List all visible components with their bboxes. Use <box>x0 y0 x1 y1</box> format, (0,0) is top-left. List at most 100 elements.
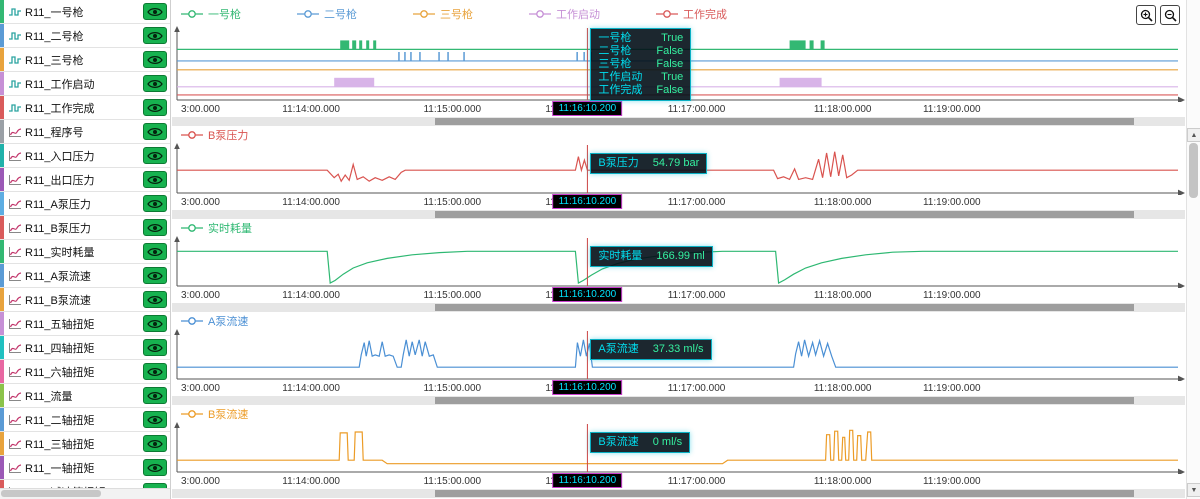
chart-canvas[interactable] <box>171 329 1186 383</box>
sidebar-item[interactable]: R11_六轴扭矩 <box>0 360 170 384</box>
visibility-toggle-button[interactable] <box>143 291 167 308</box>
time-tick-label: 11:18:00.000 <box>813 383 872 394</box>
sidebar-item[interactable]: R11_二轴扭矩 <box>0 408 170 432</box>
visibility-toggle-button[interactable] <box>143 387 167 404</box>
visibility-toggle-button[interactable] <box>143 147 167 164</box>
signal-label: R11_六轴扭矩 <box>25 366 95 379</box>
curve-signal-icon-wrap <box>7 342 23 354</box>
visibility-toggle-button[interactable] <box>143 171 167 188</box>
visibility-toggle-button[interactable] <box>143 219 167 236</box>
legend-item[interactable]: 工作启动 <box>529 6 600 22</box>
visibility-toggle-button[interactable] <box>143 123 167 140</box>
visibility-toggle-button[interactable] <box>143 339 167 356</box>
chart-scrollbar-thumb[interactable] <box>435 397 1135 404</box>
signal-color-bar <box>0 384 4 407</box>
signal-color-bar <box>0 360 4 383</box>
sidebar-item[interactable]: R11_一号枪 <box>0 0 170 24</box>
sidebar-item[interactable]: R11_工作启动 <box>0 72 170 96</box>
sidebar-item[interactable]: R11_B泵流速 <box>0 288 170 312</box>
sidebar-item[interactable]: R11_出口压力 <box>0 168 170 192</box>
curve-signal-icon <box>9 174 22 185</box>
y-axis-arrow <box>174 236 180 242</box>
vertical-scrollbar-thumb[interactable] <box>1189 143 1198 198</box>
chart-horizontal-scrollbar[interactable] <box>172 303 1185 312</box>
cursor-time-badge: 11:16:10.200 <box>553 288 622 301</box>
scroll-down-button[interactable]: ▼ <box>1187 483 1200 497</box>
sidebar-item[interactable]: R11_实时耗量 <box>0 240 170 264</box>
vertical-scrollbar[interactable]: ▲ ▼ <box>1186 0 1200 499</box>
visibility-toggle-button[interactable] <box>143 315 167 332</box>
legend-item[interactable]: 二号枪 <box>297 6 357 22</box>
visibility-toggle-button[interactable] <box>143 243 167 260</box>
scroll-up-button[interactable]: ▲ <box>1187 128 1200 142</box>
chart-horizontal-scrollbar[interactable] <box>172 396 1185 405</box>
chart-horizontal-scrollbar[interactable] <box>172 210 1185 219</box>
visibility-toggle-button[interactable] <box>143 411 167 428</box>
time-tick-label: 11:18:00.000 <box>813 104 872 115</box>
chart-scrollbar-thumb[interactable] <box>435 490 1135 497</box>
curve-signal-icon-wrap <box>7 222 23 234</box>
sidebar-item[interactable]: R11_程序号 <box>0 120 170 144</box>
digital-signal-icon-wrap <box>7 30 23 42</box>
visibility-toggle-button[interactable] <box>143 75 167 92</box>
legend-item[interactable]: B泵流速 <box>181 406 248 422</box>
visibility-toggle-button[interactable] <box>143 435 167 452</box>
sidebar-item[interactable]: R11_B泵压力 <box>0 216 170 240</box>
chart-scrollbar-thumb[interactable] <box>435 211 1135 218</box>
eye-icon <box>147 151 163 160</box>
chart-canvas[interactable] <box>171 422 1186 476</box>
legend-item[interactable]: 三号枪 <box>413 6 473 22</box>
chart-scrollbar-thumb[interactable] <box>435 118 1135 125</box>
bool-pulse <box>576 52 578 61</box>
signal-color-bar <box>0 0 4 23</box>
visibility-toggle-button[interactable] <box>143 99 167 116</box>
time-tick-label: 11:19:00.000 <box>922 197 981 208</box>
tooltip-signal-value: 0 ml/s <box>652 436 683 448</box>
visibility-toggle-button[interactable] <box>143 3 167 20</box>
visibility-toggle-button[interactable] <box>143 195 167 212</box>
sidebar-item[interactable]: R11_四轴扭矩 <box>0 336 170 360</box>
eye-icon <box>147 55 163 64</box>
sidebar-item[interactable]: R11_二号枪 <box>0 24 170 48</box>
sidebar-item[interactable]: R11_A泵流速 <box>0 264 170 288</box>
chart-horizontal-scrollbar[interactable] <box>172 117 1185 126</box>
legend-item[interactable]: A泵流速 <box>181 313 248 329</box>
x-axis-arrow <box>1178 96 1185 104</box>
sidebar-item[interactable]: R11_一轴扭矩 <box>0 456 170 480</box>
zoom-out-button[interactable] <box>1160 5 1180 25</box>
sidebar-item[interactable]: R11_A泵压力 <box>0 192 170 216</box>
sidebar-item[interactable]: R11_三轴扭矩 <box>0 432 170 456</box>
sidebar-horizontal-scrollbar[interactable] <box>0 488 170 499</box>
sidebar-item[interactable]: R11_入口压力 <box>0 144 170 168</box>
legend-item[interactable]: 工作完成 <box>656 6 727 22</box>
chart-scrollbar-thumb[interactable] <box>435 304 1135 311</box>
sidebar-scrollbar-thumb[interactable] <box>1 490 101 497</box>
time-tick-label: 11:15:00.000 <box>423 197 482 208</box>
sidebar-item[interactable]: R11_工作完成 <box>0 96 170 120</box>
sidebar-item[interactable]: R11_五轴扭矩 <box>0 312 170 336</box>
visibility-toggle-button[interactable] <box>143 51 167 68</box>
signal-label: R11_五轴扭矩 <box>25 318 95 331</box>
sidebar-item[interactable]: R11_三号枪 <box>0 48 170 72</box>
zoom-in-button[interactable] <box>1136 5 1156 25</box>
legend-item[interactable]: 一号枪 <box>181 6 241 22</box>
legend-item[interactable]: B泵压力 <box>181 127 248 143</box>
visibility-toggle-button[interactable] <box>143 27 167 44</box>
visibility-toggle-button[interactable] <box>143 363 167 380</box>
chart-canvas[interactable] <box>171 143 1186 197</box>
visibility-toggle-button[interactable] <box>143 267 167 284</box>
legend-marker <box>529 10 551 18</box>
visibility-toggle-button[interactable] <box>143 459 167 476</box>
legend-item[interactable]: 实时耗量 <box>181 220 252 236</box>
sidebar-item[interactable]: R11_流量 <box>0 384 170 408</box>
curve-signal-icon-wrap <box>7 126 23 138</box>
curve-signal-icon <box>9 462 22 473</box>
chart-horizontal-scrollbar[interactable] <box>172 489 1185 498</box>
